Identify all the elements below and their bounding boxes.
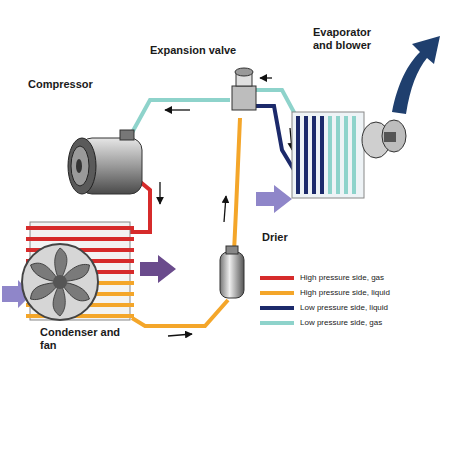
- valve-cap: [235, 68, 253, 76]
- evaporator-tube: [312, 116, 316, 194]
- fan-shroud: [22, 244, 98, 320]
- air-arrow: [256, 185, 292, 213]
- air-arrow: [140, 255, 176, 283]
- air-out-arrow: [392, 36, 440, 114]
- evaporator-tube: [304, 116, 308, 194]
- legend-swatch: [260, 321, 294, 325]
- evaporator-tube: [336, 116, 340, 194]
- high-liquid-line: [234, 118, 240, 252]
- part-label: Compressor: [28, 78, 93, 91]
- condenser-tube: [26, 226, 134, 230]
- low-gas-line: [256, 90, 296, 116]
- evaporator-tube: [320, 116, 324, 194]
- expansion-valve: [232, 68, 256, 110]
- evaporator-tube: [328, 116, 332, 194]
- high-liquid-line: [132, 300, 228, 326]
- fan-hub: [53, 275, 67, 289]
- compressor-pulley: [71, 146, 89, 186]
- part-label: Evaporator and blower: [313, 26, 393, 51]
- legend-text: Low pressure side, gas: [300, 318, 382, 328]
- compressor-port: [120, 130, 134, 140]
- evaporator: [292, 112, 364, 198]
- evaporator-frame: [292, 112, 364, 198]
- fan: [22, 244, 98, 320]
- low-liquid-line: [254, 106, 294, 170]
- part-label: Expansion valve: [150, 44, 236, 57]
- evaporator-tube: [296, 116, 300, 194]
- flow-arrow: [159, 182, 160, 204]
- flow-arrow: [165, 109, 190, 110]
- flow-arrow: [168, 334, 192, 336]
- blower-drum: [382, 120, 406, 152]
- flow-arrow: [224, 196, 226, 222]
- evaporator-tube: [352, 116, 356, 194]
- legend-text: High pressure side, gas: [300, 273, 384, 283]
- legend-text: High pressure side, liquid: [300, 288, 390, 298]
- blower: [362, 120, 406, 158]
- fan-blades: [27, 248, 93, 316]
- part-label: Condenser and fan: [40, 326, 122, 351]
- legend-swatch: [260, 306, 294, 310]
- drier-body: [220, 252, 244, 298]
- compressor-hub: [76, 159, 82, 173]
- drier: [220, 246, 244, 298]
- flow-arrow: [260, 77, 272, 78]
- condenser-tube: [26, 237, 134, 241]
- legend-swatch: [260, 291, 294, 295]
- drier-cap: [226, 246, 238, 254]
- blower-motor: [384, 132, 396, 142]
- compressor-pulley: [68, 138, 96, 194]
- compressor: [68, 130, 142, 194]
- low-gas-line: [128, 100, 230, 140]
- valve-body: [232, 86, 256, 110]
- part-label: Drier: [262, 231, 288, 244]
- evaporator-tube: [344, 116, 348, 194]
- legend-swatch: [260, 276, 294, 280]
- legend-text: Low pressure side, liquid: [300, 303, 388, 313]
